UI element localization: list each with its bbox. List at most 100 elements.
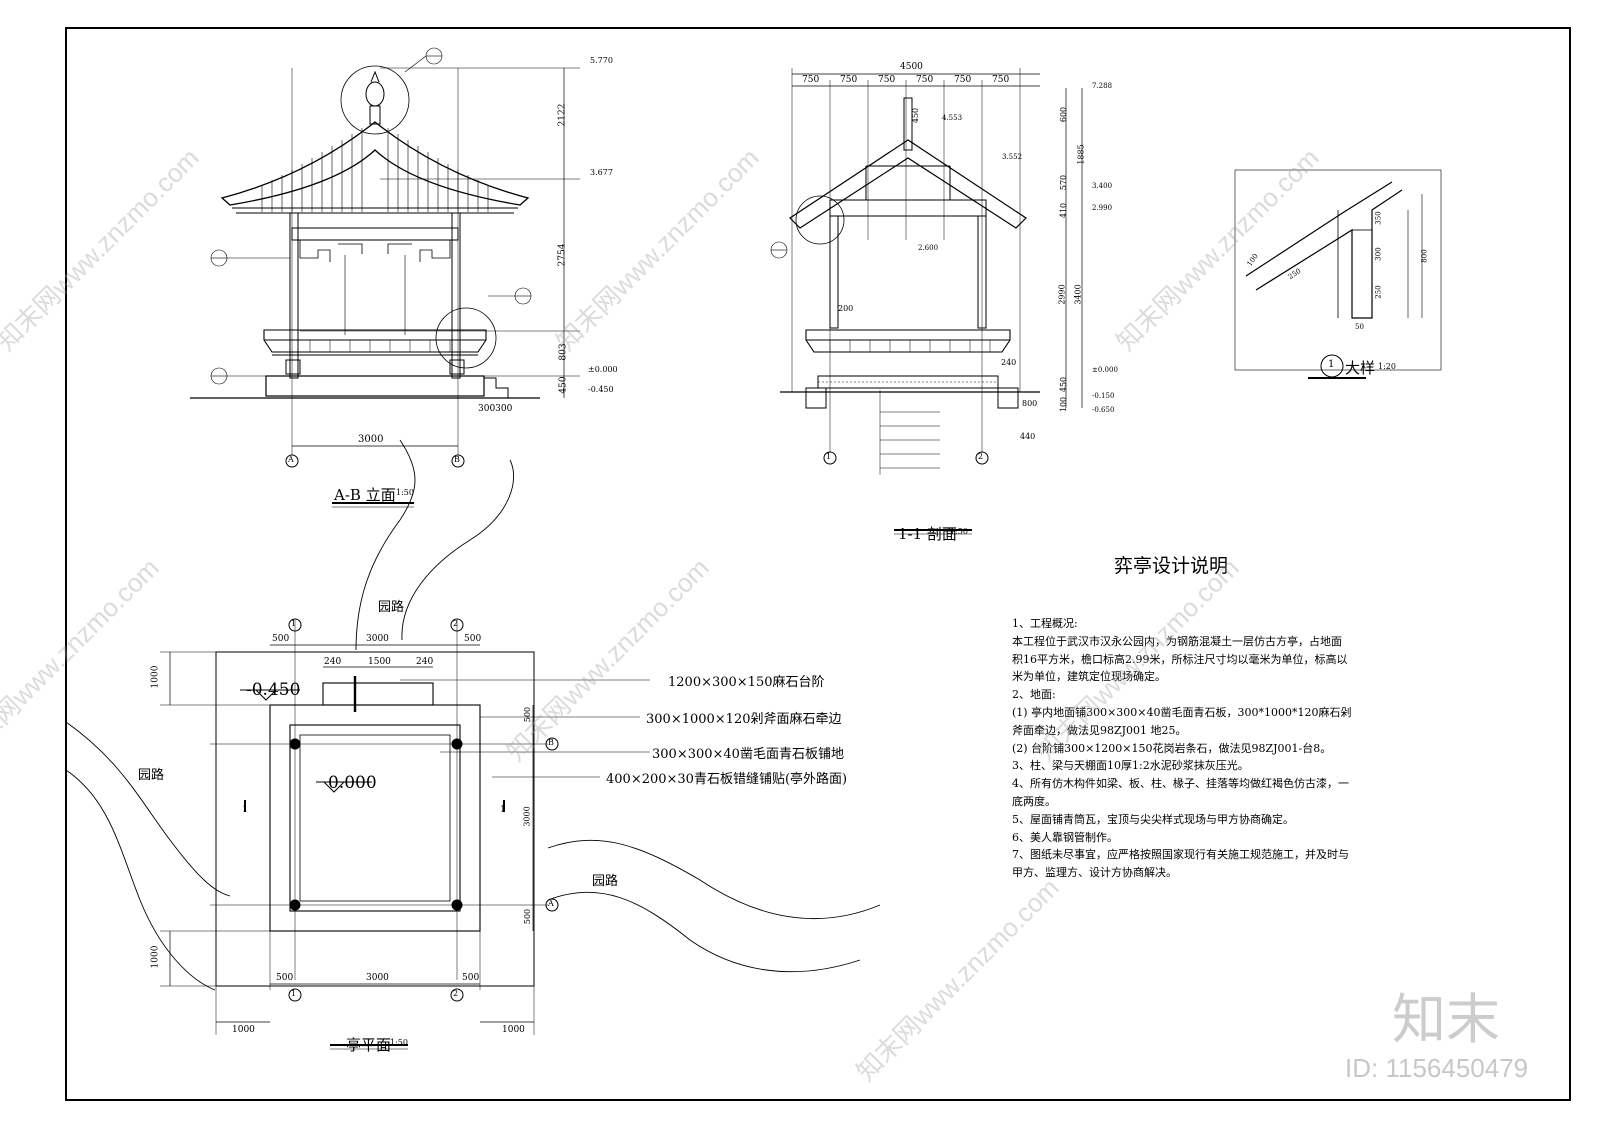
detail-title: 大样 (1345, 359, 1376, 377)
sec-dim-410: 410 (1059, 202, 1069, 219)
callout-path: 400×200×30青石板错缝铺贴(亭外路面) (606, 772, 848, 787)
detail-dim-2: 300 (1374, 247, 1383, 261)
path-label-left: 园路 (138, 768, 165, 783)
plan-left-dim-1: 1000 (150, 665, 161, 689)
sec-level-4: 3.400 (1092, 182, 1113, 190)
sec-small-240: 240 (1001, 358, 1017, 367)
sec-dim-450: 450 (1059, 376, 1069, 393)
span-5: 750 (954, 75, 972, 85)
sec-small-440: 440 (1020, 432, 1036, 441)
section-title: 1-1 剖面 (898, 525, 957, 543)
plan-scale: 1:50 (390, 1038, 408, 1047)
span-2: 750 (840, 75, 858, 85)
plan-bottom-dim-3: 500 (462, 973, 480, 983)
path-label-right: 园路 (592, 874, 619, 889)
sec-dim-3400: 3400 (1073, 284, 1083, 305)
plan-step-dim-1: 240 (324, 657, 342, 667)
note-line: 3、柱、梁与天棚面10厚1:2水泥砂浆抹灰压光。 (1012, 759, 1249, 773)
elevation-width-dim: 3000 (358, 434, 384, 445)
span-6: 750 (992, 75, 1010, 85)
sec-level-8: -0.150 (1092, 392, 1115, 400)
detail-dim-3: 250 (1374, 285, 1383, 299)
plan-outer-dim-2: 1000 (502, 1025, 525, 1035)
plan-axis-1-bottom: 1 (291, 989, 297, 998)
level-ground: -0.450 (588, 385, 614, 394)
callout-paving: 300×300×40凿毛面青石板铺地 (652, 747, 844, 762)
plan-bottom-dim-2: 3000 (366, 973, 389, 983)
sec-axis-2: 2 (978, 452, 984, 461)
sec-level-9: -0.650 (1092, 406, 1115, 414)
plan-axis-b: B (548, 738, 554, 747)
section-view (770, 68, 1083, 535)
plan-top-dim-3: 500 (464, 634, 482, 644)
sec-level-3: 3.552 (1002, 153, 1023, 161)
note-line: 4、所有仿木构件如梁、板、柱、椽子、挂落等均做红褐色仿古漆，一底两度。 (1012, 777, 1349, 808)
watermark-logo: 知末 (1392, 990, 1500, 1050)
axis-a: A (288, 455, 294, 464)
plan-top-dim-1: 500 (272, 634, 290, 644)
plan-axis-2-top: 2 (453, 619, 459, 628)
plan-section-mark-left: 1 (242, 805, 248, 815)
span-3: 750 (878, 75, 896, 85)
sec-level-2: 4.553 (942, 114, 963, 122)
level-eave: 3.677 (590, 168, 613, 177)
plan-right-dim-2: 3000 (522, 806, 532, 827)
level-top: 5.770 (590, 56, 613, 65)
note-line: (2) 台阶铺300×1200×150花岗岩条石，做法见98ZJ001-台8。 (1012, 741, 1332, 755)
sec-dim-600: 600 (1059, 106, 1069, 123)
plan-top-dim-2: 3000 (366, 634, 389, 644)
detail-dim-1: 350 (1374, 211, 1383, 225)
sec-dim-1885: 1885 (1076, 144, 1086, 165)
sheet-border (65, 27, 1571, 1101)
sec-dim-570: 570 (1059, 174, 1069, 191)
design-notes: 1、工程概况: 本工程位于武汉市汉永公园内，为钢筋混凝土一层仿古方亭，占地面积1… (1012, 615, 1352, 882)
note-line: 7、图纸未尽事宜，应严格按照国家现行有关施工规范施工，并及时与甲方、监理方、设计… (1012, 848, 1349, 880)
note-line: (1) 亭内地面铺300×300×40凿毛面青石板，300*1000*120麻石… (1012, 705, 1352, 737)
plan-level-step: -0.450 (246, 680, 301, 700)
sec-small-800: 800 (1022, 399, 1038, 408)
plan-step-dim-3: 240 (416, 657, 434, 667)
plan-view (65, 439, 881, 1050)
elevation-top-dim: 2122 (557, 103, 568, 127)
notes-title: 弈亭设计说明 (1114, 555, 1229, 577)
plan-bottom-dim-1: 500 (276, 973, 294, 983)
detail-view (1234, 169, 1442, 379)
sec-level-7: ±0.000 (1092, 366, 1118, 374)
detail-dim-4: 800 (1420, 249, 1429, 263)
callout-curb: 300×1000×120剁斧面麻石牵边 (646, 712, 842, 727)
plan-axis-1-top: 1 (291, 619, 297, 628)
sec-small-200: 200 (838, 304, 854, 313)
span-4: 750 (916, 75, 934, 85)
sec-axis-1: 1 (826, 452, 832, 461)
note-line: 5、屋面铺青筒瓦，宝顶与尖尖样式现场与甲方协商确定。 (1012, 812, 1294, 826)
sec-level-5: 2.990 (1092, 204, 1113, 212)
plan-outer-dim-1: 1000 (232, 1025, 255, 1035)
callout-step: 1200×300×150麻石台阶 (668, 675, 825, 690)
note-line: 2、地面: (1012, 688, 1056, 702)
plan-right-dim-3: 500 (523, 908, 533, 925)
section-top-dim: 4500 (900, 62, 923, 72)
elevation-mid-dim: 2754 (557, 243, 568, 267)
detail-dim-6: 50 (1355, 323, 1364, 331)
plan-axis-a: A (548, 899, 554, 908)
plan-axis-2-bottom: 2 (453, 989, 459, 998)
sec-level-6: 2.600 (918, 244, 939, 252)
sec-dim-100: 100 (1059, 396, 1069, 413)
elevation-scale: 1:50 (396, 488, 414, 497)
path-label-top: 园路 (378, 600, 405, 615)
level-floor: ±0.000 (588, 365, 618, 374)
elevation-title: A-B 立面 (334, 486, 396, 504)
section-scale: 1:50 (950, 527, 968, 536)
plan-level-floor: 0.000 (328, 773, 377, 793)
elevation-view (190, 47, 580, 508)
note-line: 本工程位于武汉市汉永公园内，为钢筋混凝土一层仿古方亭，占地面积16平方米，檐口标… (1012, 634, 1348, 684)
plan-step-dim-2: 1500 (368, 657, 391, 667)
elevation-base-dim: 450 (558, 376, 569, 394)
axis-b: B (454, 455, 460, 464)
plan-section-mark-right: 1 (500, 805, 506, 815)
plan-title: 亭平面 (346, 1036, 392, 1054)
span-1: 750 (802, 75, 820, 85)
detail-scale: 1:20 (1378, 362, 1396, 371)
note-line: 1、工程概况: (1012, 617, 1078, 630)
